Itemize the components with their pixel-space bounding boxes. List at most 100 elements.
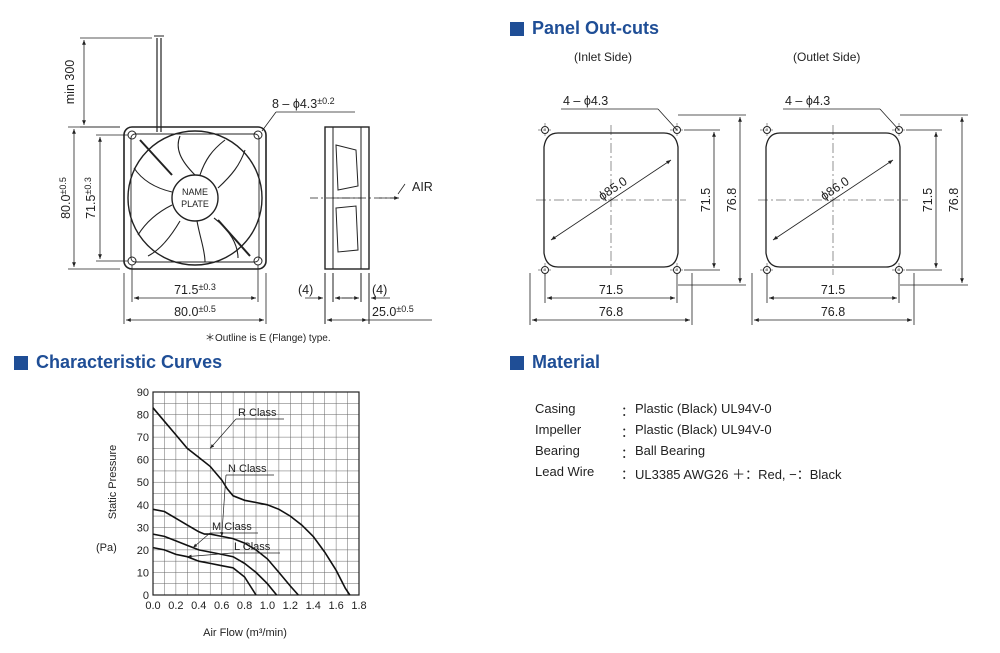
pitch-v-label: 71.5 <box>921 188 935 212</box>
x-tick-label: 1.4 <box>306 600 321 612</box>
series-line <box>152 546 257 596</box>
x-tick-label: 1.0 <box>260 600 275 612</box>
material-key: Casing <box>535 401 576 416</box>
series-label: M Class <box>212 521 252 533</box>
lead-length-dim <box>80 37 152 128</box>
characteristic-curves-title: Characteristic Curves <box>36 352 223 372</box>
material-row: Bearing：Ball Bearing <box>535 442 842 463</box>
holes-leader <box>657 108 678 131</box>
material-row: Casing：Plastic (Black) UL94V-0 <box>535 400 842 421</box>
x-tick-label: 0.4 <box>191 600 206 612</box>
y-tick-label: 60 <box>137 455 149 467</box>
width-label: 80.0±0.5 <box>174 304 216 319</box>
series-label: L Class <box>234 541 271 553</box>
pitch-h-label: 71.5±0.3 <box>174 282 216 297</box>
characteristic-chart: 0.0 0.2 0.4 0.6 0.8 1.0 1.2 1.4 1.6 1.8 0 10 20 30 40 5… <box>96 387 367 639</box>
flange-left-label: (4) <box>298 283 313 297</box>
material-colon: ： <box>621 446 635 461</box>
diameter-line <box>550 159 672 241</box>
outer-v-label: 76.8 <box>947 188 961 212</box>
name-plate-line1: NAME <box>182 187 208 197</box>
x-tick-label: 1.2 <box>283 600 298 612</box>
depth-label: 25.0±0.5 <box>372 304 414 319</box>
material-row: Impeller ：Plastic (Black) UL94V-0 <box>535 421 842 442</box>
outer-h-label: 76.8 <box>821 305 845 319</box>
y-axis-label: Static Pressure <box>107 445 119 520</box>
fan-front-view <box>123 35 267 270</box>
inlet-caption: (Inlet Side) <box>574 50 633 64</box>
plot-frame <box>152 391 360 596</box>
pitch-v-label: 71.5±0.3 <box>83 177 98 219</box>
pitch-v-label: 71.5 <box>699 188 713 212</box>
y-tick-label: 10 <box>137 567 149 579</box>
x-axis-label: Air Flow (m³/min) <box>203 627 287 639</box>
pitch-h-label: 71.5 <box>599 283 623 297</box>
x-tick-label: 0.8 <box>237 600 252 612</box>
holes-label: 4 – ϕ4.3 <box>785 94 830 108</box>
width-dims <box>123 265 267 324</box>
cutout-outline <box>765 132 901 268</box>
x-tick-label: 1.6 <box>328 600 343 612</box>
section-square-icon <box>510 21 524 36</box>
pitch-h-label: 71.5 <box>821 283 845 297</box>
series-line <box>152 533 278 596</box>
material-key: Impeller <box>535 422 582 437</box>
y-tick-label: 0 <box>143 590 149 602</box>
material-value: UL3385 AWG26 ＋：Red, −：Black <box>635 467 842 482</box>
material-row: Lead Wire ：UL3385 AWG26 ＋：Red, −：Black <box>535 463 842 484</box>
section-square-icon <box>14 355 28 370</box>
y-axis-unit: (Pa) <box>96 542 117 554</box>
series-label-leader <box>220 474 227 537</box>
y-tick-label: 80 <box>137 410 149 422</box>
material-colon: ： <box>621 404 635 419</box>
air-label: AIR <box>412 180 433 194</box>
material-value: Ball Bearing <box>635 443 706 458</box>
name-plate-line2: PLATE <box>181 199 209 209</box>
series-label-leader <box>187 552 233 558</box>
x-tick-label: 0.2 <box>168 600 183 612</box>
outer-v-label: 76.8 <box>725 188 739 212</box>
y-tick-label: 40 <box>137 500 149 512</box>
section-square-icon <box>510 355 524 370</box>
series-label: N Class <box>228 463 267 475</box>
diameter-line <box>772 159 894 241</box>
series-line <box>152 508 299 596</box>
y-tick-label: 90 <box>137 387 149 399</box>
material-value: Plastic (Black) UL94V-0 <box>635 422 772 437</box>
panel-outcuts-header: Panel Out-cuts <box>510 18 659 39</box>
fan-side-view <box>305 126 432 324</box>
characteristic-curves-header: Characteristic Curves <box>14 352 222 373</box>
material-title: Material <box>532 352 601 372</box>
material-colon: ： <box>621 467 635 482</box>
holes-label: 4 – ϕ4.3 <box>563 94 608 108</box>
y-tick-label: 50 <box>137 477 149 489</box>
x-tick-label: 0.6 <box>214 600 229 612</box>
material-key: Lead Wire <box>535 464 595 479</box>
holes-callout <box>261 111 355 132</box>
height-dims <box>68 126 128 270</box>
height-label: 80.0±0.5 <box>58 177 73 219</box>
holes-label: 8 – ϕ4.3±0.2 <box>272 96 335 111</box>
outline-note: ＊Outline is E (Flange) type. <box>205 333 331 344</box>
cutout-outline <box>543 132 679 268</box>
y-tick-label: 30 <box>137 522 149 534</box>
x-tick-label: 1.8 <box>351 600 366 612</box>
flange-right-label: (4) <box>372 283 387 297</box>
material-colon: ： <box>621 425 635 440</box>
material-header: Material <box>510 352 600 373</box>
x-tick-label: 0.0 <box>145 600 160 612</box>
series-label-leader <box>209 418 237 449</box>
outlet-caption: (Outlet Side) <box>793 50 861 64</box>
outer-h-label: 76.8 <box>599 305 623 319</box>
series-line <box>152 407 351 596</box>
holes-leader <box>879 108 900 131</box>
series-label: R Class <box>238 407 277 419</box>
y-tick-label: 70 <box>137 432 149 444</box>
panel-outcuts-title: Panel Out-cuts <box>532 18 660 38</box>
lead-length-label: min 300 <box>63 60 77 105</box>
y-tick-label: 20 <box>137 545 149 557</box>
